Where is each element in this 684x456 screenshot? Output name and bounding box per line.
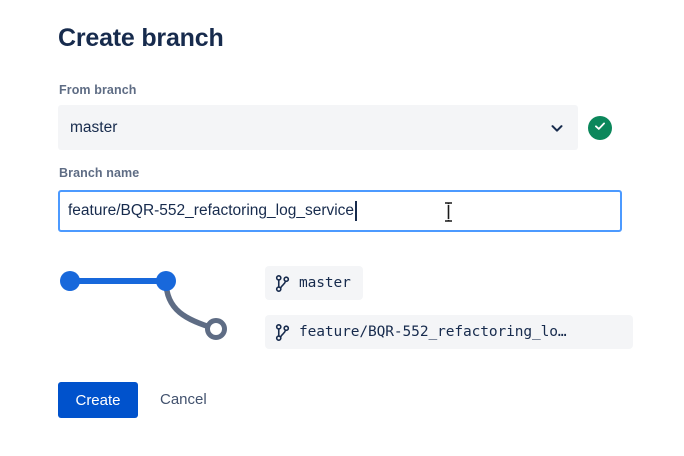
branch-chip-label: feature/BQR-552_refactoring_lo… <box>299 324 567 340</box>
new-branch-node <box>205 318 227 340</box>
branch-graph <box>52 258 242 353</box>
branch-chip-master: master <box>265 266 363 300</box>
branch-name-input-value: feature/BQR-552_refactoring_log_service <box>68 202 355 219</box>
ibeam-mouse-cursor <box>443 201 454 223</box>
from-branch-valid-badge <box>588 116 612 140</box>
cancel-button[interactable]: Cancel <box>152 382 215 418</box>
page-title: Create branch <box>58 24 224 52</box>
branch-chip-feature: feature/BQR-552_refactoring_lo… <box>265 315 633 349</box>
branch-name-label: Branch name <box>59 166 140 180</box>
branch-chip-label: master <box>299 275 351 291</box>
create-button[interactable]: Create <box>58 382 138 418</box>
branch-name-input[interactable]: feature/BQR-552_refactoring_log_service <box>58 190 622 232</box>
from-branch-label: From branch <box>59 83 137 97</box>
commit-node-1 <box>60 271 80 291</box>
text-caret-visual <box>355 201 357 221</box>
commit-node-2 <box>156 271 176 291</box>
from-branch-selected-value: master <box>70 119 118 136</box>
branch-icon <box>275 323 290 341</box>
from-branch-select[interactable]: master <box>58 105 578 150</box>
branch-icon <box>275 274 290 292</box>
check-circle-icon <box>593 119 607 138</box>
chevron-down-icon <box>548 119 566 137</box>
